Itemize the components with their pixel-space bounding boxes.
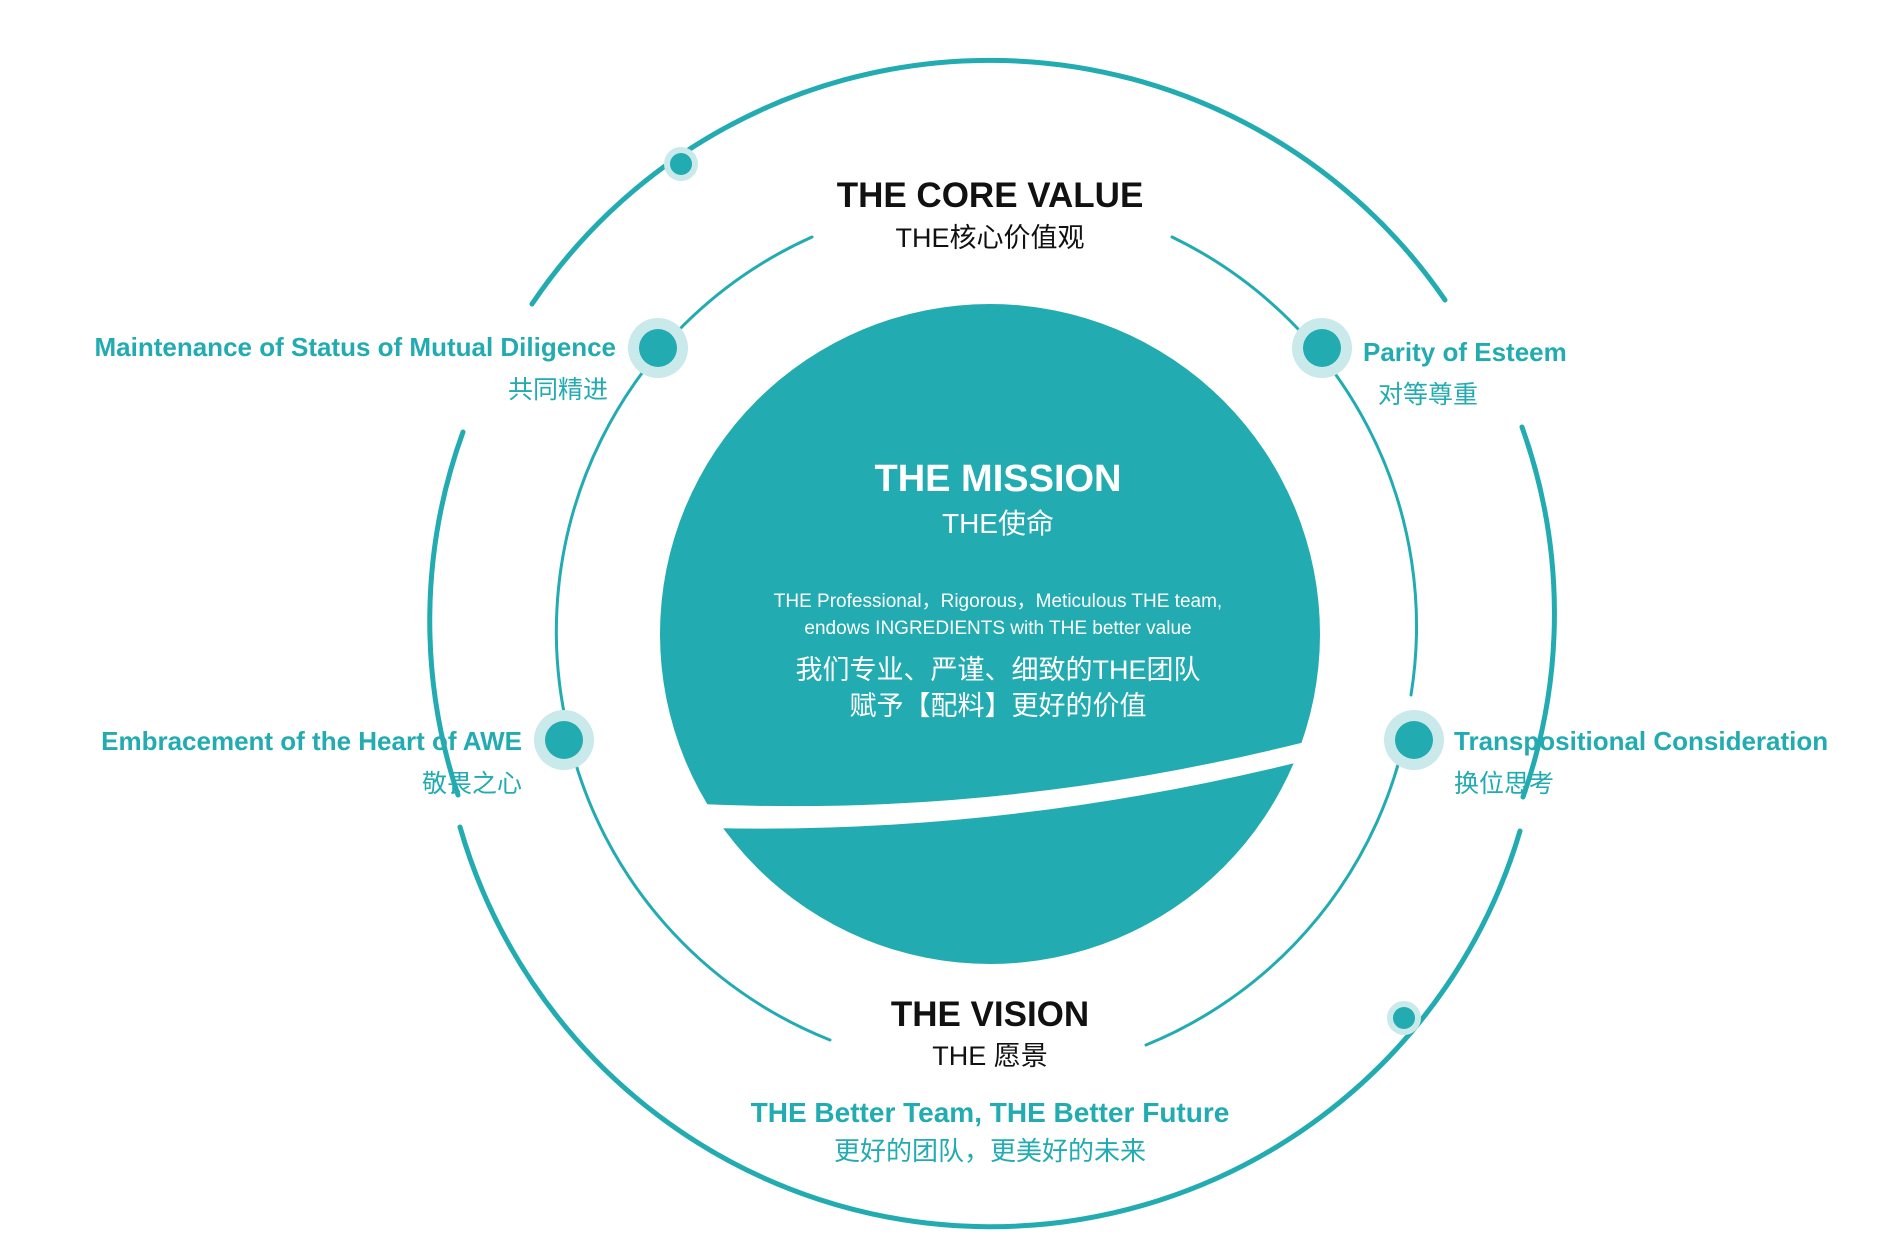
- vision-statement-cn: 更好的团队，更美好的未来: [834, 1136, 1146, 1166]
- vision-subtitle: THE 愿景: [932, 1041, 1048, 1071]
- mission-statement-en-1: THE Professional，Rigorous，Meticulous THE…: [774, 591, 1222, 612]
- value-node-mutual-diligence: [628, 318, 688, 378]
- value-node-awe: [534, 710, 594, 770]
- value-label-en-transpositional: Transpositional Consideration: [1454, 726, 1828, 756]
- value-node-parity-of-esteem: [1292, 318, 1352, 378]
- core-value-title: THE CORE VALUE: [837, 176, 1144, 215]
- value-label-cn-transpositional: 换位思考: [1454, 770, 1554, 798]
- ring-dot-top-left: [664, 147, 698, 181]
- value-label-en-parity-of-esteem: Parity of Esteem: [1363, 337, 1567, 367]
- value-label-en-mutual-diligence: Maintenance of Status of Mutual Diligenc…: [95, 332, 617, 362]
- value-label-cn-awe: 敬畏之心: [422, 770, 522, 798]
- mission-subtitle: THE使命: [942, 508, 1054, 539]
- mission-wave: [700, 742, 1305, 829]
- mission-statement-en-2: endows INGREDIENTS with THE better value: [804, 618, 1191, 639]
- value-label-cn-mutual-diligence: 共同精进: [508, 376, 608, 404]
- vision-statement-en: THE Better Team, THE Better Future: [751, 1097, 1230, 1128]
- value-label-cn-parity-of-esteem: 对等尊重: [1378, 381, 1478, 409]
- ring-dot-bottom-right: [1387, 1001, 1421, 1035]
- core-value-subtitle: THE核心价值观: [896, 223, 1085, 253]
- vision-title: THE VISION: [891, 995, 1089, 1034]
- mission-circle: [660, 304, 1320, 964]
- value-node-transpositional: [1384, 710, 1444, 770]
- inner-ring: [554, 235, 1419, 1047]
- value-label-en-awe: Embracement of the Heart of AWE: [101, 726, 522, 756]
- mission-title: THE MISSION: [874, 458, 1121, 500]
- mission-statement-cn-2: 赋予【配料】更好的价值: [850, 691, 1147, 721]
- mission-statement-cn-1: 我们专业、严谨、细致的THE团队: [796, 655, 1201, 685]
